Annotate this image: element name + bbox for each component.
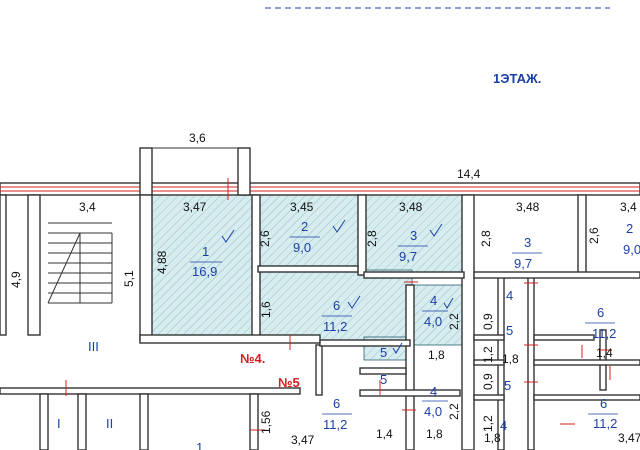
dim-r1-width: 3,47 [183, 200, 207, 214]
interior-walls [0, 194, 640, 450]
dim-corr-width: 1,8 [428, 348, 445, 362]
room-4-highlight [411, 284, 465, 346]
dim-right-corr: 1,8 [502, 352, 519, 366]
dim-right3-height: 2,8 [479, 230, 493, 247]
lower-room-1-number: 1 [196, 440, 203, 450]
section-II: II [106, 416, 113, 431]
lower-room-4-number: 4 [430, 384, 437, 399]
right-room-4-number: 4 [506, 288, 513, 303]
dim-r2-height: 2,6 [258, 230, 272, 247]
staircase [47, 222, 113, 304]
room-1-highlight [151, 194, 259, 338]
dim-lower-corr2: 1,8 [484, 431, 501, 445]
room-3-number: 3 [410, 228, 417, 243]
floor-title: 1ЭТАЖ. [493, 71, 541, 86]
lower-room-4-area: 4,0 [424, 404, 442, 419]
room-labels: 1 16,9 2 9,0 3 9,7 6 11,2 4 4,0 5 3 9,7 … [190, 219, 640, 450]
dim-r3-height: 2,8 [365, 230, 379, 247]
dim-overall-length: 14,4 [457, 167, 481, 181]
right-room-6-area: 11,2 [592, 326, 616, 341]
dim-right-col4: 1,2 [481, 415, 495, 432]
dim-r4-height: 2,2 [447, 313, 461, 330]
dim-lower-corr: 1,8 [426, 427, 443, 441]
checkmarks [221, 219, 454, 354]
right-room-2-number: 2 [626, 221, 633, 236]
section-I: I [57, 416, 61, 431]
dim-stair-width: 3,4 [79, 200, 96, 214]
lower-room-6-number: 6 [333, 396, 340, 411]
apartment-no4-label: №4. [240, 351, 265, 366]
dim-r1-height: 4,88 [155, 250, 169, 274]
right-room-3-area: 9,7 [514, 256, 532, 271]
room-4-number: 4 [430, 293, 437, 308]
lower-right-room-4-number: 4 [500, 418, 507, 433]
dim-right3-width: 3,48 [516, 200, 540, 214]
dim-lower-small: 1,4 [376, 427, 393, 441]
section-III: III [88, 339, 99, 354]
room-4-area: 4,0 [424, 314, 442, 329]
apartment-no5-label: №5 [278, 375, 300, 390]
dim-right-small: 1,4 [596, 346, 613, 360]
room-6-area: 11,2 [323, 319, 347, 334]
lower-room-6-area: 11,2 [323, 417, 347, 432]
right-room-2-area: 9,0 [623, 242, 640, 257]
dim-stair-height: 5,1 [122, 270, 136, 287]
right-room-5-number: 5 [506, 323, 513, 338]
dim-right-edge-width2: 3,47 [618, 431, 640, 445]
lower-right-room-5-number: 5 [504, 378, 511, 393]
dim-r6-height: 1,6 [259, 301, 273, 318]
dim-right-col2: 1,2 [481, 346, 495, 363]
dim-r3-width: 3,48 [399, 200, 423, 214]
lower-right-room-6-number: 6 [600, 396, 607, 411]
room-1-area: 16,9 [192, 264, 217, 279]
room-1-number: 1 [202, 244, 209, 259]
top-bay [139, 147, 251, 196]
dim-right-col3: 0,9 [481, 373, 495, 390]
dim-r2-width: 3,45 [290, 200, 314, 214]
dim-top-bay: 3,6 [189, 131, 206, 145]
dim-right-edge-width: 3,4 [620, 200, 637, 214]
lower-room-5-number: 5 [380, 372, 387, 387]
exterior-top-wall [0, 182, 640, 196]
room-6-number: 6 [333, 298, 340, 313]
room-2-area: 9,0 [293, 240, 311, 255]
right-room-3-number: 3 [524, 235, 531, 250]
dim-lower-r4-height: 2,2 [447, 403, 461, 420]
room-2-number: 2 [301, 219, 308, 234]
lower-right-room-6-area: 11,2 [593, 416, 617, 431]
room-2-highlight [257, 194, 365, 271]
dim-lower-width: 3,47 [291, 433, 315, 447]
right-room-6-number: 6 [597, 305, 604, 320]
dim-lower-left: 1,56 [259, 410, 273, 434]
room-3-area: 9,7 [399, 249, 417, 264]
dim-left-wall: 4,9 [9, 271, 23, 288]
dim-right2-height: 2,6 [587, 227, 601, 244]
room-5-number: 5 [380, 345, 387, 360]
wall-ticks [65, 178, 612, 431]
dim-right-col1: 0,9 [481, 313, 495, 330]
